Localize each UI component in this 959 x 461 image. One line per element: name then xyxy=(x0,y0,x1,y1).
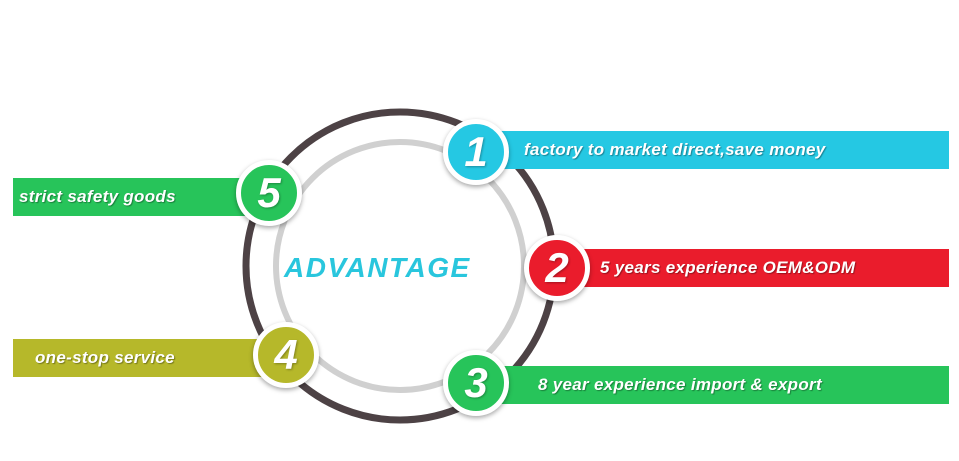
badge-number-2: 2 xyxy=(545,244,569,291)
advantage-bar-5: strict safety goods xyxy=(13,178,269,216)
advantage-text-4: one-stop service xyxy=(35,348,175,367)
badge-number-5: 5 xyxy=(257,169,281,216)
advantage-bar-3: 8 year experience import & export xyxy=(500,366,949,404)
diagram-title: ADVANTAGE xyxy=(284,252,471,283)
advantage-text-3: 8 year experience import & export xyxy=(538,375,822,394)
badge-number-1: 1 xyxy=(464,128,488,175)
advantage-text-2: 5 years experience OEM&ODM xyxy=(600,258,856,277)
number-badge-1: 1 xyxy=(443,119,509,185)
advantage-bar-1: factory to market direct,save money xyxy=(500,131,949,169)
advantage-bar-4: one-stop service xyxy=(13,339,289,377)
advantage-text-5: strict safety goods xyxy=(19,187,176,206)
advantage-text-1: factory to market direct,save money xyxy=(524,140,826,159)
number-badge-4: 4 xyxy=(253,322,319,388)
number-badge-5: 5 xyxy=(236,160,302,226)
badge-number-3: 3 xyxy=(464,359,488,406)
advantage-bar-2: 5 years experience OEM&ODM xyxy=(578,249,949,287)
number-badge-3: 3 xyxy=(443,350,509,416)
number-badge-2: 2 xyxy=(524,235,590,301)
badge-number-4: 4 xyxy=(274,331,298,378)
